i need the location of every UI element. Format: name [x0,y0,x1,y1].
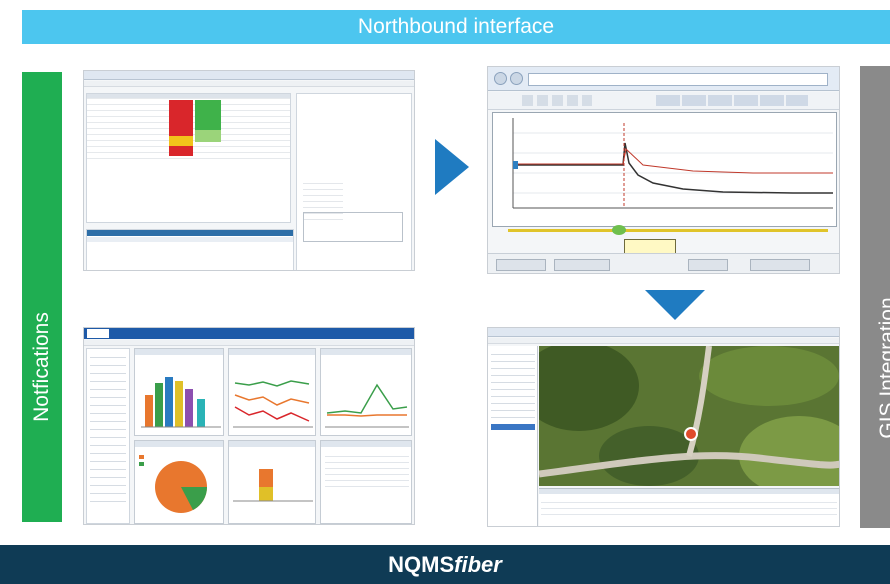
panel-header [321,441,411,447]
back-icon [494,72,507,85]
notifications-screenshot [83,70,415,271]
panel-header [321,349,411,355]
notifications-label: Notfications [30,312,53,422]
map-toolbar [488,338,839,344]
table-header [87,94,290,99]
trace-option-buttons [656,95,808,106]
dashboard-panel [320,348,412,436]
otdr-trace-plot [492,112,837,227]
bar-chart [141,377,221,428]
fault-location-marker [684,427,698,441]
table-header [539,489,839,494]
table-row [87,154,290,159]
gis-map-screenshot [487,327,840,527]
brand-logo [87,329,109,338]
event-span-bar [508,229,828,232]
dashboard-panel [228,348,316,436]
notifications-bar: Notfications [22,72,62,522]
table-row [87,237,293,242]
northbound-interface-label: Northbound interface [357,15,555,38]
otdr-trace-screenshot [487,66,840,274]
dashboard-panel [134,348,224,436]
export-button [554,259,610,271]
otdr-trace-graph [512,118,833,209]
details-fields [303,178,343,222]
arrow-down-icon [645,290,705,325]
trace-toolbar [488,92,839,110]
layer-tree-panel [488,346,538,526]
event-table-button [496,259,546,271]
stacked-bar-chart [233,469,313,502]
window-titlebar [84,71,414,80]
table-rows [541,497,837,515]
layer-list [491,350,535,420]
satellite-map [539,346,839,486]
comment-box [303,212,403,242]
line-chart [233,380,313,428]
panel-header [229,441,315,447]
dashboard-toolbar [84,340,414,346]
dashboard-screenshot [83,327,415,525]
warning-severity-block [169,136,193,146]
trend-chart [325,383,409,428]
gis-integration-bar: GIS Integration [860,66,890,528]
address-bar [528,73,828,86]
panel-header [135,349,223,355]
northbound-interface-banner: Northbound interface [22,10,890,44]
critical-severity-block [169,100,193,136]
browser-toolbar [488,67,839,91]
summary-table [325,451,409,491]
critical-severity-block [169,146,193,156]
cleared-severity-block [195,130,221,142]
panel-header [135,441,223,447]
navigation-tree [86,348,130,524]
brand-suffix: fiber [454,551,502,577]
alarm-details-panel [296,93,412,270]
trace-button-bar [488,253,839,273]
alarm-table [86,93,291,223]
window-titlebar [488,328,839,337]
cleared-severity-block [195,100,221,130]
forward-icon [510,72,523,85]
event-marker [612,225,626,235]
selected-layer [491,424,535,430]
event-log-table [86,229,294,270]
tree-items [90,353,126,503]
pie-chart [139,455,207,513]
dashboard-panel [134,440,224,524]
zoom-tool-buttons [522,95,592,106]
arrow-right-icon [435,139,469,200]
print-button [688,259,728,271]
dashboard-panel [228,440,316,524]
dashboard-header [84,328,414,339]
panel-header [229,349,315,355]
brand-prefix: NQMS [388,551,455,577]
export-binary-button [750,259,810,271]
map-imagery [539,346,839,486]
dashboard-panel [320,440,412,524]
event-log-header [87,230,293,236]
results-table [539,488,839,526]
window-toolbar [84,81,414,87]
gis-integration-label: GIS Integration [876,297,890,439]
